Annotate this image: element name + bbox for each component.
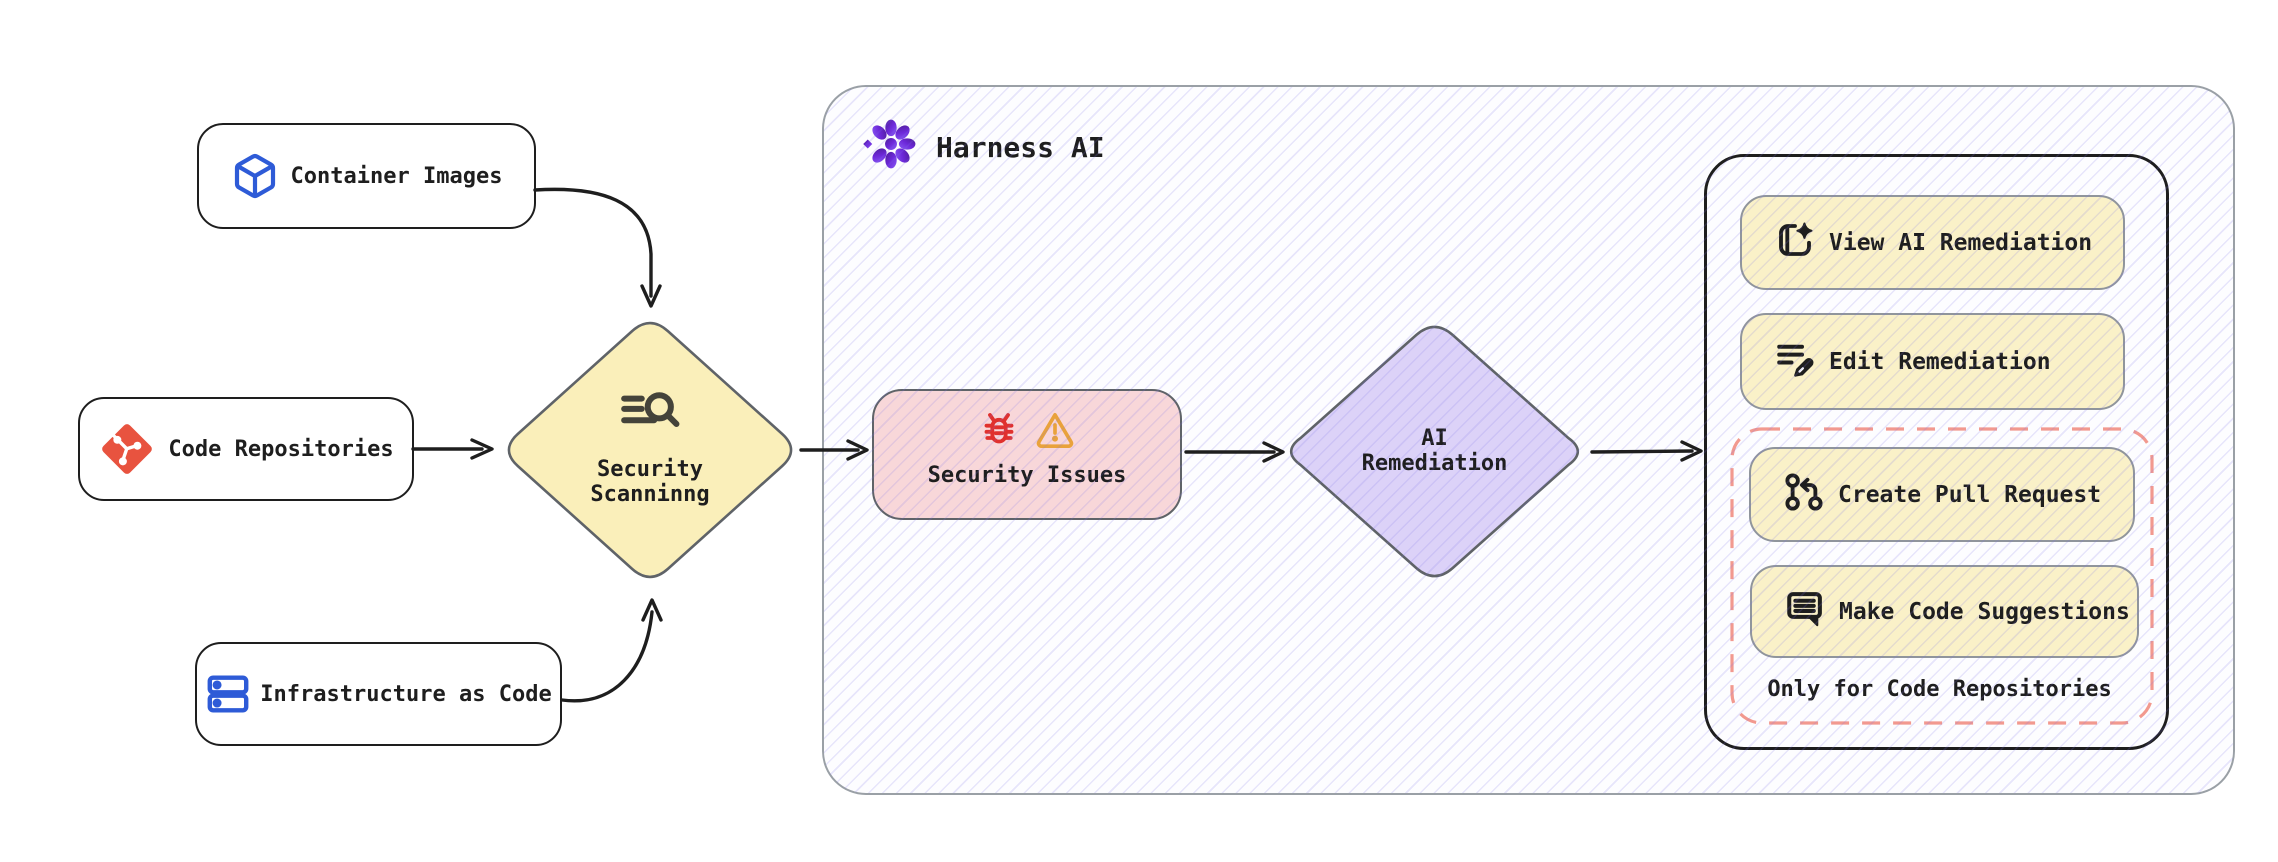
- security-scanning-label-2: Scanninng: [590, 481, 710, 507]
- arrowhead-up: [641, 598, 663, 622]
- source-label: Code Repositories: [168, 436, 394, 462]
- git-icon: [98, 420, 156, 478]
- action-label: Make Code Suggestions: [1839, 598, 2130, 625]
- action-label: Create Pull Request: [1838, 481, 2102, 508]
- harness-ai-header: Harness AI: [860, 113, 1105, 182]
- create-pull-request-button[interactable]: Create Pull Request: [1749, 447, 2135, 542]
- code-repositories-node: Code Repositories: [78, 397, 414, 501]
- edit-remediation-button[interactable]: Edit Remediation: [1740, 313, 2125, 410]
- source-label: Infrastructure as Code: [260, 681, 552, 707]
- harness-flower-icon: [860, 113, 922, 182]
- action-label: View AI Remediation: [1829, 229, 2093, 256]
- ai-remediation-label: AI Remediation: [1361, 425, 1508, 476]
- remediation-actions-panel: View AI Remediation Edit Remediation: [1704, 154, 2169, 750]
- security-scanning-node: Security Scanninng: [500, 315, 800, 585]
- arrowhead-right: [470, 438, 494, 460]
- harness-ai-title: Harness AI: [936, 131, 1105, 164]
- security-scanning-label-1: Security: [597, 457, 703, 483]
- cube-icon: [231, 152, 279, 200]
- pull-request-icon: [1783, 471, 1825, 519]
- security-scanning-content: Security Scanninng: [500, 315, 800, 585]
- bug-icon: [979, 409, 1019, 453]
- arrow-container-images-to-scanner: [533, 187, 653, 298]
- warning-triangle-icon: [1035, 409, 1075, 453]
- arrow-iac-to-scanner: [560, 610, 654, 703]
- arrowhead-down: [640, 284, 662, 308]
- edit-lines-icon: [1774, 338, 1816, 386]
- harness-ai-container: Harness AI Security Issu: [822, 85, 2235, 795]
- security-issues-icons: [979, 409, 1075, 453]
- make-code-suggestions-button[interactable]: Make Code Suggestions: [1750, 565, 2139, 658]
- doc-sparkle-icon: [1774, 219, 1816, 267]
- ai-remediation-node: AI Remediation: [1282, 319, 1587, 584]
- server-icon: [205, 671, 251, 717]
- action-label: Edit Remediation: [1829, 348, 2051, 375]
- security-issues-label: Security Issues: [927, 463, 1127, 488]
- view-ai-remediation-button[interactable]: View AI Remediation: [1740, 195, 2125, 290]
- infrastructure-as-code-node: Infrastructure as Code: [195, 642, 562, 746]
- container-images-node: Container Images: [197, 123, 536, 229]
- restriction-note: Only for Code Repositories: [1767, 677, 2112, 702]
- security-issues-node: Security Issues: [872, 389, 1182, 520]
- chat-lines-icon: [1784, 588, 1826, 636]
- search-list-icon: [619, 389, 681, 445]
- source-label: Container Images: [290, 163, 503, 189]
